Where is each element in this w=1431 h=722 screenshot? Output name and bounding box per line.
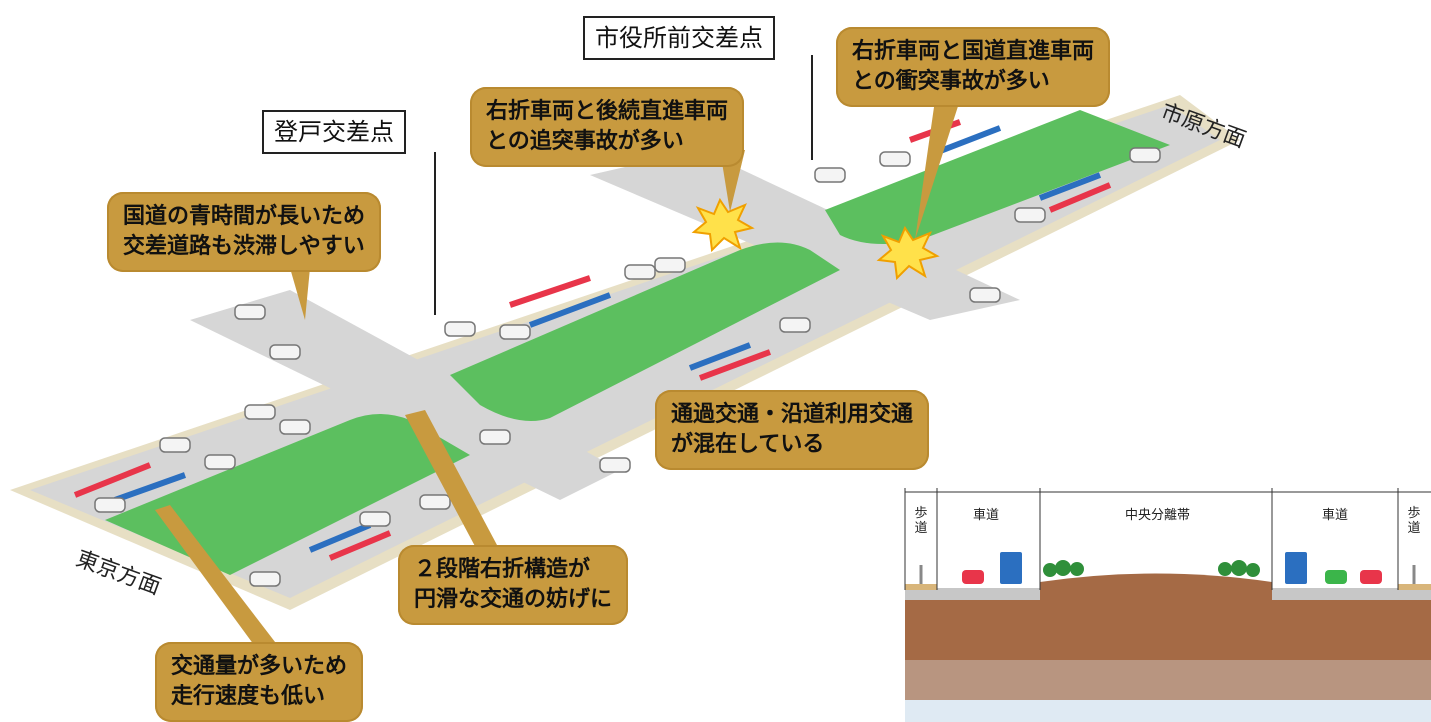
car	[249, 571, 281, 587]
car	[1129, 147, 1161, 163]
car	[499, 324, 531, 340]
tree-icon	[1055, 560, 1071, 576]
cross-section-water	[905, 700, 1431, 722]
section-sidewalk-right: 歩道	[1407, 506, 1421, 536]
vehicles	[94, 147, 1161, 587]
car-icon	[1325, 570, 1347, 584]
tree-icon	[1231, 560, 1247, 576]
cross-section-median-mound	[1040, 573, 1272, 600]
callout-rear-end: 右折車両と後続直進車両 との追突事故が多い	[470, 87, 745, 167]
arrow-blue	[113, 472, 187, 503]
callout-text: 走行速度も低い	[171, 684, 326, 709]
callout-heavy-traffic: 交通量が多いため 走行速度も低い	[155, 642, 364, 722]
arrow-red	[509, 275, 591, 308]
cross-section-dividers	[904, 488, 1431, 590]
car	[244, 404, 276, 420]
car	[599, 457, 631, 473]
cross-section-road-left	[905, 588, 1040, 600]
callout-text: 右折車両と後続直進車両	[486, 99, 729, 124]
callout-text: 交通量が多いため	[171, 654, 348, 679]
arrow-red	[698, 349, 772, 381]
crash-burst-icon	[691, 197, 755, 253]
car-icon	[1360, 570, 1382, 584]
truck-icon	[1285, 552, 1307, 584]
car	[654, 257, 686, 273]
car	[624, 264, 656, 280]
cross-road-left	[190, 290, 620, 500]
car	[159, 437, 191, 453]
car	[279, 419, 311, 435]
car	[814, 167, 846, 183]
car	[479, 429, 511, 445]
callout-two-stage: ２段階右折構造が 円滑な交通の妨げに	[398, 545, 629, 625]
callout-text: ２段階右折構造が	[414, 557, 591, 582]
section-roadway-right: 車道	[1322, 508, 1349, 523]
car	[419, 494, 451, 510]
callout-long-green: 国道の青時間が長いため 交差道路も渋滞しやすい	[107, 192, 382, 272]
car	[234, 304, 266, 320]
callout-text: との衝突事故が多い	[852, 69, 1050, 94]
section-sidewalk-left: 歩道	[914, 506, 928, 536]
median-2	[450, 242, 840, 422]
callout-mixed-traffic: 通過交通・沿道利用交通 が混在している	[655, 390, 930, 470]
callout-text: 通過交通・沿道利用交通	[671, 402, 914, 427]
callout-pointers	[155, 100, 960, 660]
cross-section-sidewalk-right	[1398, 584, 1431, 590]
cross-section-road-right	[1272, 588, 1431, 600]
label-noborito-intersection: 登戸交差点	[262, 110, 406, 154]
section-roadway-left: 車道	[973, 508, 1000, 523]
median-1	[105, 414, 470, 575]
cross-road-right	[590, 150, 1020, 320]
arrow-blue	[528, 292, 612, 328]
traffic-arrows	[73, 119, 1112, 561]
arrow-red	[73, 462, 152, 498]
arrow-red	[1048, 182, 1112, 213]
car	[269, 344, 301, 360]
truck-icon	[1000, 552, 1022, 584]
tree-icon	[1070, 562, 1084, 576]
section-median: 中央分離帯	[1125, 508, 1191, 523]
tree-icon	[1218, 562, 1232, 576]
car-icon	[962, 570, 984, 584]
car	[1014, 207, 1046, 223]
car	[204, 454, 236, 470]
leader-lines	[434, 55, 813, 315]
callout-text: が混在している	[671, 432, 825, 457]
arrow-blue	[688, 342, 752, 371]
arrow-red	[328, 530, 392, 561]
tree-icon	[1043, 563, 1057, 577]
callout-text: 国道の青時間が長いため	[123, 204, 366, 229]
tree-icon	[1246, 563, 1260, 577]
crash-burst-icon	[876, 225, 940, 281]
callout-head-on: 右折車両と国道直進車両 との衝突事故が多い	[836, 27, 1111, 107]
callout-text: 円滑な交通の妨げに	[414, 587, 613, 612]
callout-text: 右折車両と国道直進車両	[852, 39, 1095, 64]
callout-text: 交差道路も渋滞しやすい	[123, 234, 365, 259]
car	[94, 497, 126, 513]
car	[444, 321, 476, 337]
car	[359, 511, 391, 527]
cross-section-sidewalk-left	[905, 584, 937, 590]
callout-text: との追突事故が多い	[486, 129, 684, 154]
cross-section	[904, 488, 1431, 722]
car	[779, 317, 811, 333]
median-3	[825, 110, 1170, 244]
arrow-blue	[308, 522, 372, 553]
car	[969, 287, 1001, 303]
label-shiyakusho-intersection: 市役所前交差点	[583, 16, 775, 60]
car	[879, 151, 911, 167]
arrow-blue	[1038, 172, 1102, 201]
